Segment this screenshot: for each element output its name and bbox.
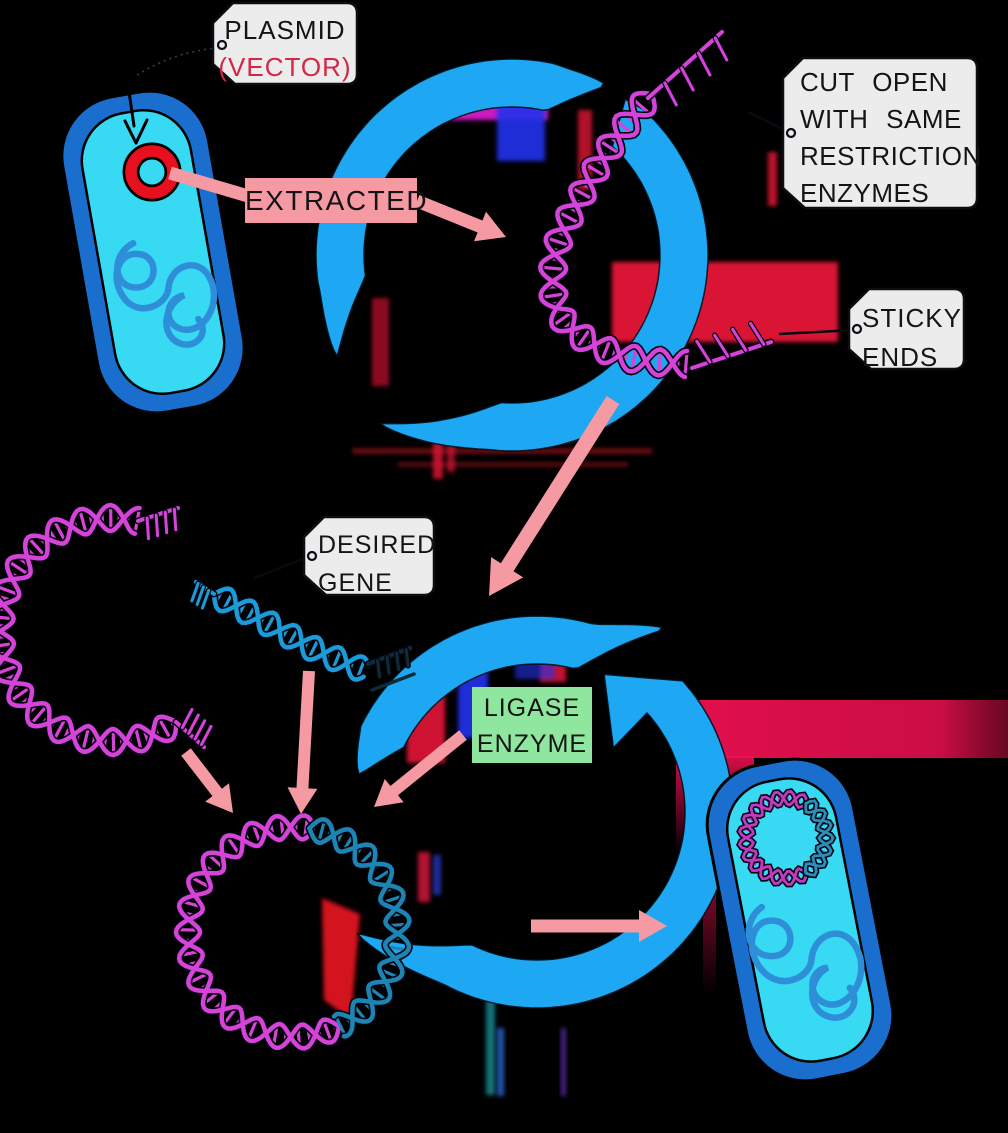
- ligase-line2: ENZYME: [476, 730, 588, 758]
- cut-open-line4: ENZYMES: [800, 178, 930, 208]
- cut-open-tag: CUT OPEN WITH SAME RESTRICTION ENZYMES: [800, 64, 982, 212]
- tag-shape: [781, 56, 979, 210]
- desired-gene-line2: GENE: [318, 569, 393, 597]
- tag-hole-icon: [306, 550, 318, 562]
- dna-helices: [0, 28, 837, 1053]
- extracted-label: EXTRACTED: [245, 178, 427, 223]
- tag-shape: [302, 515, 436, 597]
- tag-shape: [211, 1, 359, 86]
- cut-open-line3: RESTRICTION: [800, 141, 982, 171]
- tag-hole-icon: [851, 323, 863, 335]
- cut-open-line2: WITH SAME: [800, 104, 962, 134]
- cut-open-line1: CUT OPEN: [800, 67, 948, 97]
- plasmid-vector-tag: PLASMID (VECTOR): [213, 12, 357, 86]
- bacterium-icon: [705, 757, 895, 1083]
- ligase-enzyme-label: LIGASE ENZYME: [472, 687, 592, 763]
- tag-hole-icon: [785, 127, 797, 139]
- tag-shape: [847, 287, 966, 371]
- tag-shapes: [135, 1, 979, 597]
- flow-arrows: [123, 76, 667, 942]
- sticky-ends-line2: ENDS: [862, 342, 939, 372]
- desired-gene-tag: DESIRED GENE: [318, 526, 436, 602]
- bacterium-icon: [60, 89, 246, 415]
- plasmid-tag-line2: (VECTOR): [218, 52, 352, 82]
- plasmid-tag-line1: PLASMID: [224, 15, 346, 45]
- ligase-line1: LIGASE: [483, 694, 581, 722]
- sticky-ends-tag: STICKY ENDS: [862, 299, 962, 377]
- desired-gene-line1: DESIRED: [318, 531, 437, 559]
- sticky-ends-line1: STICKY: [862, 303, 962, 333]
- tag-hole-icon: [216, 39, 228, 51]
